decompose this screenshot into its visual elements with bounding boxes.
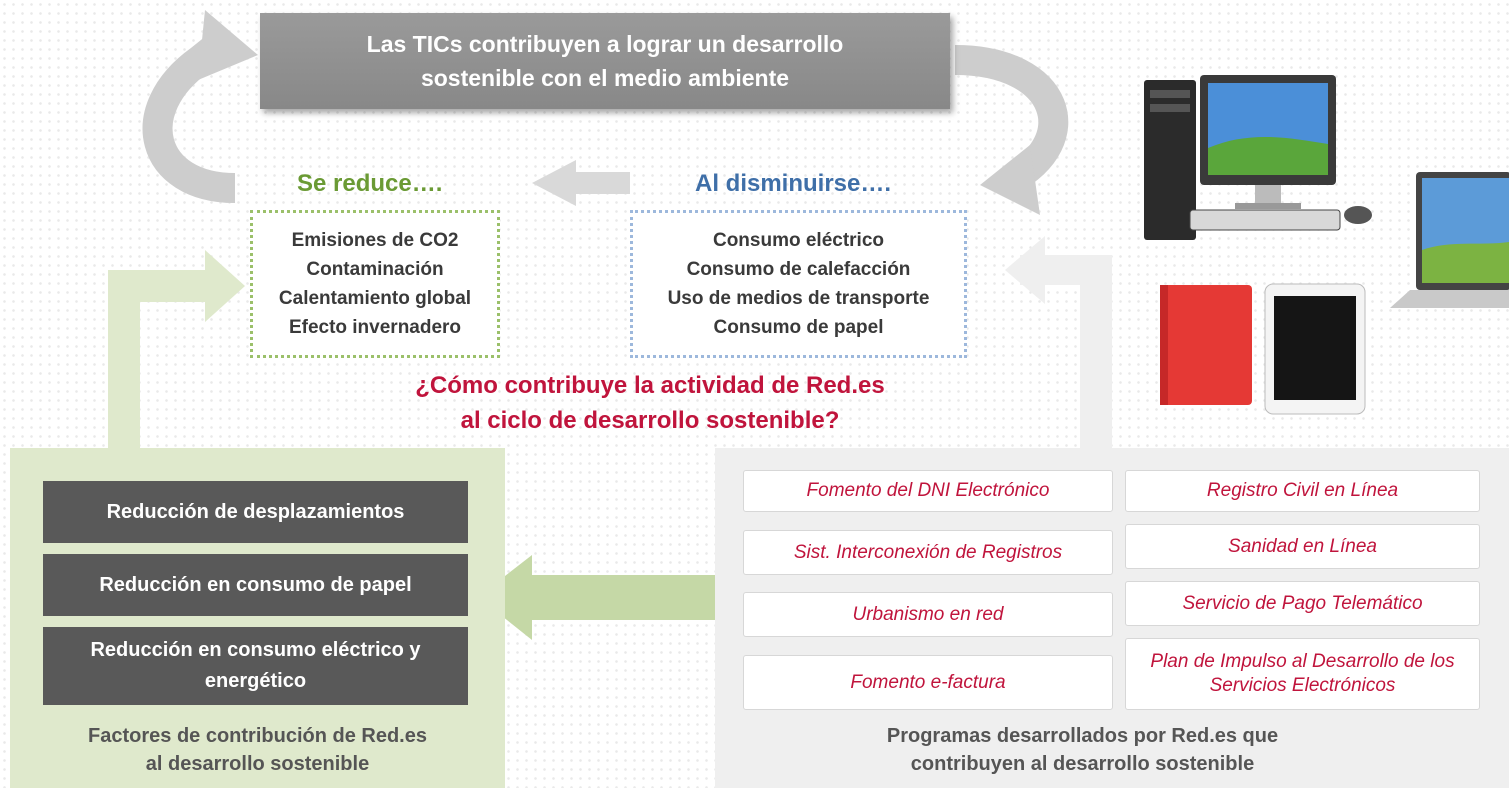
reduce-item: Contaminación xyxy=(306,259,444,280)
program-e-factura: Fomento e-factura xyxy=(743,655,1113,710)
program-interconexion-registros: Sist. Interconexión de Registros xyxy=(743,530,1113,575)
tics-statement-line2: sostenible con el medio ambiente xyxy=(420,65,790,91)
program-label: Registro Civil en Línea xyxy=(1206,480,1399,501)
tablet-icon xyxy=(1264,283,1366,415)
green-left-arrow xyxy=(478,555,726,640)
devices-illustration xyxy=(1144,75,1509,415)
right-curved-arrow xyxy=(954,45,1069,215)
decrease-item: Uso de medios de transporte xyxy=(667,288,930,309)
middle-left-arrow xyxy=(532,160,630,206)
program-label: Fomento del DNI Electrónico xyxy=(806,480,1050,501)
reduce-item: Calentamiento global xyxy=(278,288,472,309)
factor-desplazamientos: Reducción de desplazamientos xyxy=(43,481,468,543)
factor-label: Reducción en consumo eléctrico y energét… xyxy=(90,639,421,692)
program-label: Servicio de Pago Telemático xyxy=(1182,592,1423,614)
factors-caption: Factores de contribución de Red.es al de… xyxy=(10,722,505,778)
program-dni-electronico: Fomento del DNI Electrónico xyxy=(743,470,1113,512)
question-text: ¿Cómo contribuye la actividad de Red.es … xyxy=(300,368,1000,438)
decrease-item: Consumo de calefacción xyxy=(686,259,911,280)
left-curved-arrow xyxy=(142,10,258,203)
question-line1: ¿Cómo contribuye la actividad de Red.es xyxy=(415,372,885,399)
program-label: Fomento e-factura xyxy=(850,671,1006,693)
decrease-list-box: Consumo eléctrico Consumo de calefacción… xyxy=(630,210,967,358)
program-urbanismo: Urbanismo en red xyxy=(743,592,1113,637)
factor-electrico: Reducción en consumo eléctrico y energét… xyxy=(43,627,468,705)
programs-caption: Programas desarrollados por Red.es que c… xyxy=(715,722,1450,778)
factors-caption-line1: Factores de contribución de Red.es xyxy=(88,725,427,747)
reduce-list-box: Emisiones de CO2 Contaminación Calentami… xyxy=(250,210,500,358)
program-label: Sist. Interconexión de Registros xyxy=(793,541,1063,563)
program-label: Sanidad en Línea xyxy=(1228,535,1377,557)
factor-label: Reducción de desplazamientos xyxy=(106,500,405,523)
program-label: Urbanismo en red xyxy=(852,603,1004,625)
factor-papel: Reducción en consumo de papel xyxy=(43,554,468,616)
reduce-item: Emisiones de CO2 xyxy=(291,230,459,251)
decrease-item: Consumo eléctrico xyxy=(712,230,885,251)
se-reduce-heading: Se reduce…. xyxy=(297,170,443,197)
tics-statement-line1: Las TICs contribuyen a lograr un desarro… xyxy=(366,31,844,57)
tics-statement-box: Las TICs contribuyen a lograr un desarro… xyxy=(260,13,950,109)
red-folder-icon xyxy=(1160,285,1252,405)
program-label: Plan de Impulso al Desarrollo de los Ser… xyxy=(1150,651,1455,696)
al-disminuirse-heading: Al disminuirse…. xyxy=(695,170,892,197)
program-registro-civil: Registro Civil en Línea xyxy=(1125,470,1480,512)
decrease-item: Consumo de papel xyxy=(713,317,884,338)
programs-caption-line1: Programas desarrollados por Red.es que xyxy=(886,725,1279,747)
desktop-computer-icon xyxy=(1144,75,1372,240)
factors-caption-line2: al desarrollo sostenible xyxy=(145,753,370,775)
gray-up-arrow xyxy=(1005,236,1112,455)
reduce-item: Efecto invernadero xyxy=(288,317,462,338)
program-pago-telematico: Servicio de Pago Telemático xyxy=(1125,581,1480,626)
factor-label: Reducción en consumo de papel xyxy=(99,573,412,596)
question-line2: al ciclo de desarrollo sostenible? xyxy=(460,407,840,434)
program-plan-impulso: Plan de Impulso al Desarrollo de los Ser… xyxy=(1125,638,1480,710)
green-up-arrow xyxy=(108,250,245,450)
programs-caption-line2: contribuyen al desarrollo sostenible xyxy=(910,753,1255,775)
program-sanidad: Sanidad en Línea xyxy=(1125,524,1480,569)
laptop-icon xyxy=(1390,172,1509,308)
